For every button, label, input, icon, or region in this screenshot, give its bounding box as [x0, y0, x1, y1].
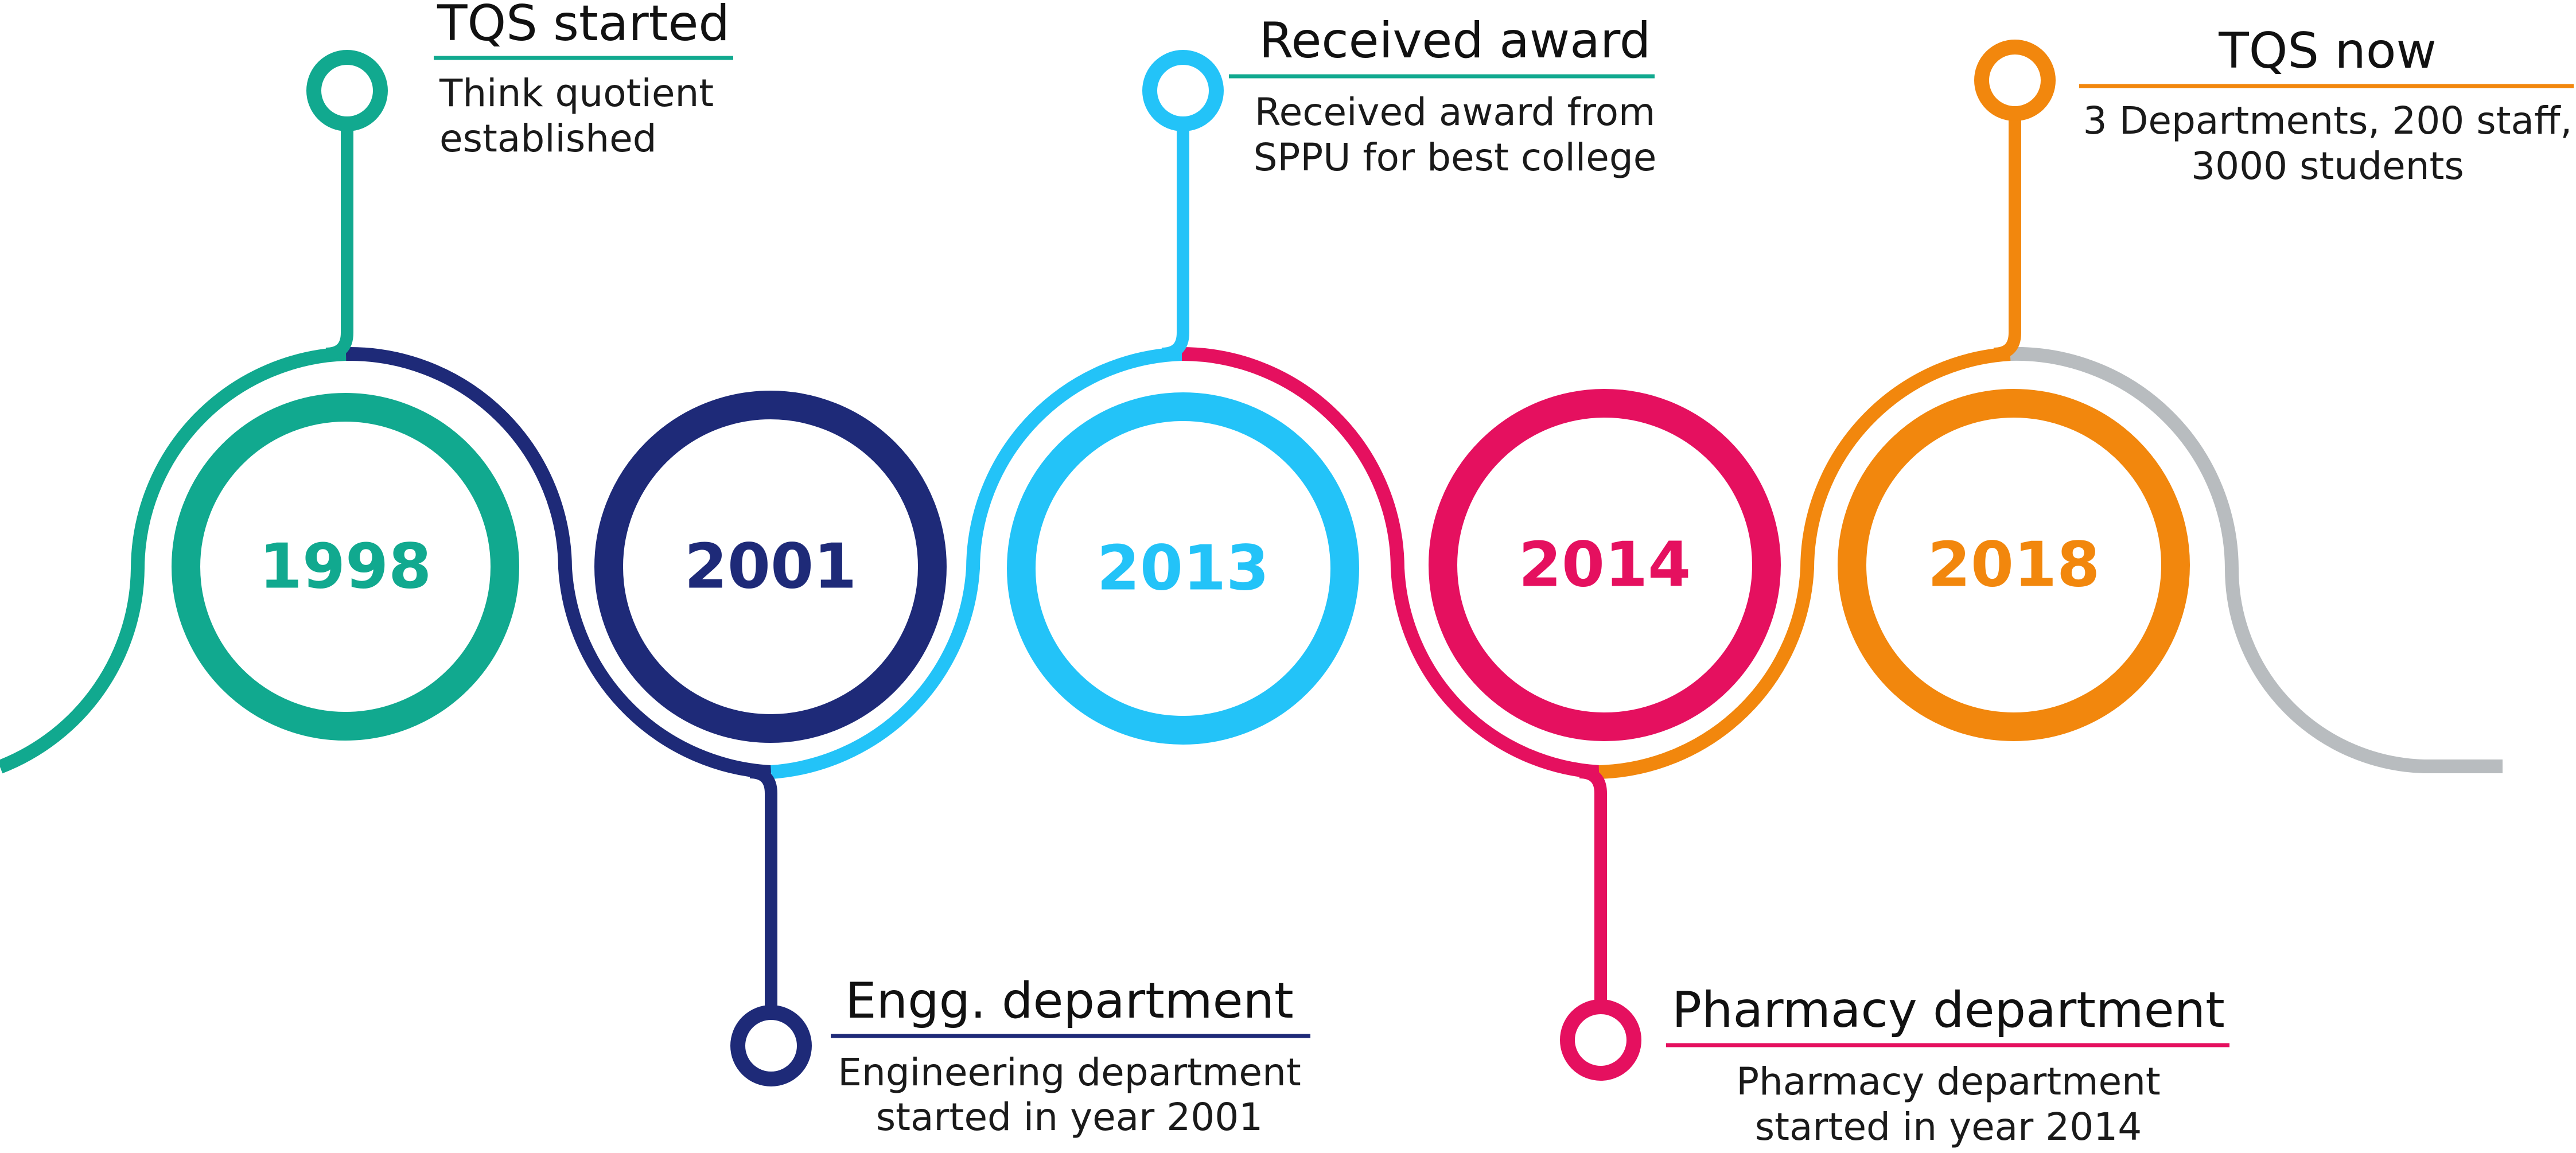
callout-2018: TQS now 3 Departments, 200 staff, 3000 s…	[2079, 22, 2574, 188]
callout-desc-2014-line1: Pharmacy department	[1736, 1059, 2161, 1104]
wave-segment-2014	[1181, 347, 1600, 779]
stem-2013	[1161, 118, 1189, 360]
callout-title-2013: Received award	[1259, 12, 1651, 69]
callout-title-2018: TQS now	[2218, 22, 2437, 80]
year-label-2013: 2013	[1097, 533, 1270, 605]
ring-2013	[1007, 392, 1359, 745]
year-label-2001: 2001	[684, 531, 857, 603]
callout-desc-2018-line1: 3 Departments, 200 staff,	[2083, 99, 2573, 143]
callout-title-1998: TQS started	[437, 0, 730, 52]
stem-2018	[1993, 106, 2021, 360]
callout-desc-2013-line2: SPPU for best college	[1254, 135, 1657, 180]
stem-2014	[1579, 766, 1607, 1038]
year-label-2018: 2018	[1928, 529, 2100, 601]
ring-2018	[1838, 389, 2190, 741]
dot-2018	[1974, 40, 2056, 121]
timeline-wave	[0, 346, 2503, 779]
callout-dots	[306, 40, 2056, 1086]
callout-desc-1998-line1: Think quotient	[439, 71, 714, 115]
wave-segment-1998	[0, 347, 347, 774]
callout-1998: TQS started Think quotient established	[434, 0, 733, 161]
stem-2001	[749, 766, 777, 1044]
callout-desc-2001-line1: Engineering department	[838, 1050, 1301, 1094]
ring-2014	[1429, 389, 1781, 741]
year-rings	[172, 389, 2190, 745]
callout-2001: Engg. department Engineering department …	[831, 972, 1310, 1139]
callout-title-2001: Engg. department	[845, 972, 1293, 1030]
dot-2013	[1142, 50, 1224, 131]
callout-desc-1998-line2: established	[439, 116, 657, 161]
callout-title-2014: Pharmacy department	[1672, 981, 2225, 1039]
dot-2014	[1560, 999, 1641, 1081]
stem-1998	[325, 118, 353, 360]
callout-desc-2001-line2: started in year 2001	[876, 1095, 1263, 1139]
callout-desc-2013-line1: Received award from	[1255, 90, 1656, 134]
callout-2013: Received award Received award from SPPU …	[1229, 12, 1656, 180]
callout-desc-2014-line2: started in year 2014	[1755, 1105, 2142, 1149]
connector-stems	[325, 106, 2021, 1044]
callout-desc-2018-line2: 3000 students	[2191, 144, 2464, 188]
wave-segment-2013	[771, 347, 1182, 779]
year-label-2014: 2014	[1519, 529, 1691, 601]
year-label-1998: 1998	[259, 531, 432, 603]
ring-1998	[172, 393, 519, 741]
callout-2014: Pharmacy department Pharmacy department …	[1666, 981, 2229, 1149]
wave-segment-end	[2010, 346, 2503, 773]
wave-segment-2018	[1598, 347, 2011, 779]
dot-1998	[306, 50, 388, 131]
ring-2001	[594, 391, 947, 743]
dot-2001	[730, 1005, 812, 1086]
wave-segment-2001	[345, 346, 772, 779]
